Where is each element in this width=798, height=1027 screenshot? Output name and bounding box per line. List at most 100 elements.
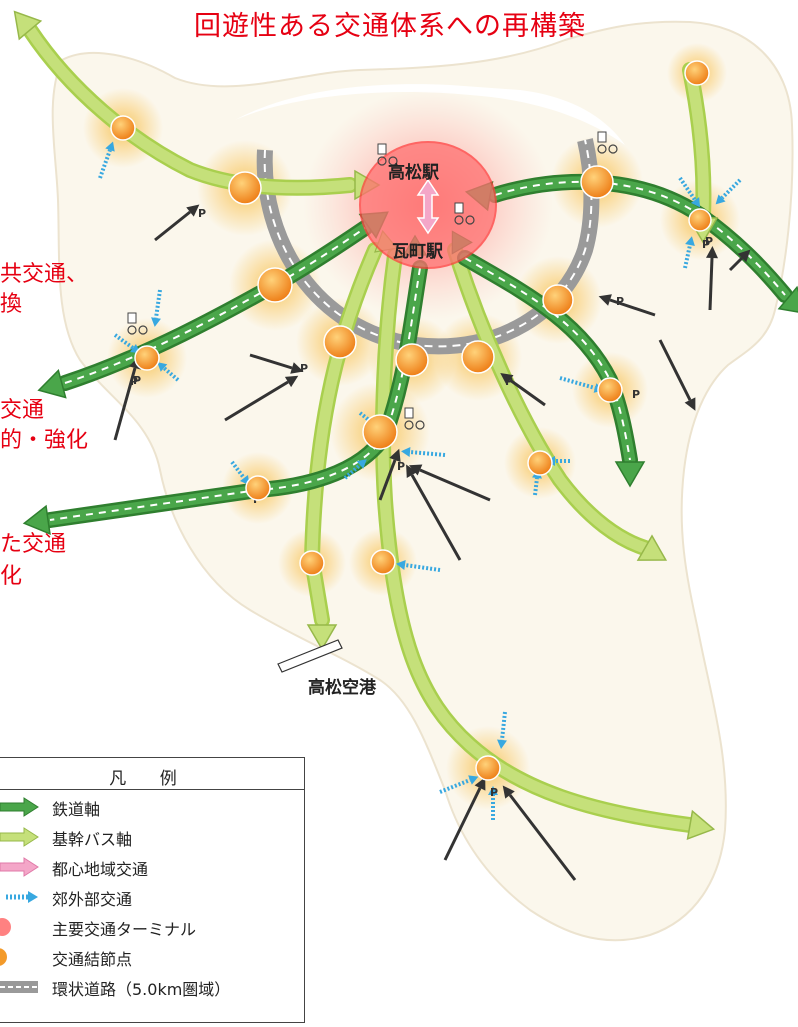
suburban-arrow bbox=[720, 178, 742, 200]
access-arrow-head bbox=[284, 375, 299, 388]
transport-node bbox=[370, 549, 396, 575]
bus-stop-icon bbox=[127, 312, 137, 324]
side-note-line: 化 bbox=[0, 564, 23, 589]
suburban-arrow-head bbox=[488, 786, 498, 795]
bus-axis bbox=[377, 249, 696, 831]
suburban-arrow bbox=[404, 563, 441, 572]
transport-node bbox=[228, 171, 262, 205]
bus-axis bbox=[24, 24, 356, 194]
access-arrow-head bbox=[186, 204, 200, 217]
transport-node bbox=[475, 755, 501, 781]
parking-label: P bbox=[300, 362, 308, 375]
arrow-head bbox=[636, 534, 668, 561]
legend-divider bbox=[0, 789, 304, 790]
side-note-line: 交通 bbox=[0, 398, 45, 423]
transport-node bbox=[684, 60, 710, 86]
side-note-line: た交通 bbox=[0, 532, 67, 557]
parking-label: P bbox=[702, 238, 710, 251]
land-area bbox=[51, 20, 794, 942]
suburban-arrow bbox=[409, 450, 446, 457]
rail-track bbox=[494, 180, 786, 296]
side-note-line: 換 bbox=[0, 292, 23, 317]
arrow-head bbox=[686, 809, 716, 840]
access-arrow bbox=[249, 353, 293, 370]
map-title: 回遊性ある交通体系への再構築 bbox=[194, 11, 586, 42]
legend-label: 都心地域交通 bbox=[52, 860, 149, 879]
side-note-line: 的・強化 bbox=[0, 428, 89, 453]
bus-stop-icon bbox=[404, 407, 414, 419]
transport-node bbox=[323, 325, 357, 359]
access-arrow-head bbox=[290, 362, 304, 374]
suburban-arrow-head bbox=[157, 362, 168, 372]
access-arrow bbox=[508, 794, 577, 881]
bicycle-icon bbox=[608, 144, 618, 154]
rail-track bbox=[464, 257, 631, 461]
legend-title: 凡 例 bbox=[109, 769, 191, 789]
legend-label: 主要交通ターミナル bbox=[52, 920, 197, 939]
transport-node bbox=[362, 414, 398, 450]
access-arrow-head bbox=[500, 373, 514, 385]
suburban-arrow bbox=[343, 463, 362, 480]
side-note-line: 共交通、 bbox=[0, 262, 89, 287]
transport-node bbox=[597, 377, 623, 403]
legend-label: 環状道路（5.0km圏域） bbox=[52, 980, 231, 999]
access-arrow-head bbox=[389, 448, 401, 463]
access-arrow-head bbox=[408, 464, 423, 476]
parking-label: P bbox=[490, 786, 498, 799]
bus-stop-icon bbox=[377, 143, 387, 155]
suburban-arrow-head bbox=[468, 775, 479, 785]
legend-item-rail: 鉄道軸 bbox=[0, 792, 304, 822]
suburban-arrow-head bbox=[715, 194, 726, 205]
parking-label: P bbox=[505, 375, 513, 388]
legend-item-bus: 基幹バス軸 bbox=[0, 822, 304, 852]
suburban-arrow bbox=[678, 176, 697, 202]
bus-stop-icon bbox=[454, 202, 464, 214]
green-arrow-icon bbox=[0, 797, 39, 817]
suburban-arrow-head bbox=[151, 317, 161, 327]
arrow-head bbox=[306, 624, 338, 651]
transport-node bbox=[688, 208, 712, 232]
suburban-arrow bbox=[500, 711, 507, 741]
transport-node bbox=[245, 475, 271, 501]
parking-label: P bbox=[130, 375, 138, 388]
gray-road-icon bbox=[0, 981, 38, 993]
access-arrow bbox=[378, 459, 397, 501]
access-arrow bbox=[410, 474, 462, 561]
legend-item-ring-road: 環状道路（5.0km圏域） bbox=[0, 972, 304, 1002]
access-arrow bbox=[419, 468, 491, 502]
arrow-head bbox=[777, 285, 798, 315]
transport-node bbox=[580, 165, 614, 199]
suburban-arrow-head bbox=[685, 236, 695, 247]
suburban-arrow bbox=[98, 149, 112, 179]
legend-label: 鉄道軸 bbox=[52, 800, 101, 819]
suburban-arrow-head bbox=[690, 197, 701, 208]
bus-stop-icon bbox=[597, 131, 607, 143]
suburban-arrow-head bbox=[356, 459, 367, 469]
bus-axis bbox=[306, 244, 381, 626]
bicycle-icon bbox=[415, 420, 425, 430]
access-arrow-head bbox=[406, 464, 418, 478]
access-arrow bbox=[708, 257, 714, 311]
bicycle-icon bbox=[597, 144, 607, 154]
suburban-arrow bbox=[533, 477, 539, 496]
access-arrow bbox=[609, 298, 656, 317]
orange-circle-icon bbox=[0, 948, 7, 966]
rail-track bbox=[64, 227, 366, 384]
parking-label: P bbox=[632, 388, 640, 401]
airport-icon bbox=[277, 639, 343, 673]
blue-dashed-arrow-icon bbox=[6, 891, 38, 903]
arrow-head bbox=[614, 461, 646, 488]
legend-item-urban: 都心地域交通 bbox=[0, 852, 304, 882]
arrow-head bbox=[37, 369, 67, 399]
transport-node bbox=[299, 550, 325, 576]
legend-item-suburban: 郊外部交通 bbox=[0, 882, 304, 912]
map-legend: 凡 例 鉄道軸 基幹バス軸 都心地域交通 郊外部交通 bbox=[0, 757, 305, 1023]
access-arrow bbox=[224, 380, 289, 422]
legend-label: 交通結節点 bbox=[52, 950, 133, 969]
pink-arrow-icon bbox=[0, 857, 39, 877]
urban-transport-arrow bbox=[416, 178, 440, 235]
transport-node bbox=[527, 450, 553, 476]
arrow-head bbox=[22, 504, 51, 536]
